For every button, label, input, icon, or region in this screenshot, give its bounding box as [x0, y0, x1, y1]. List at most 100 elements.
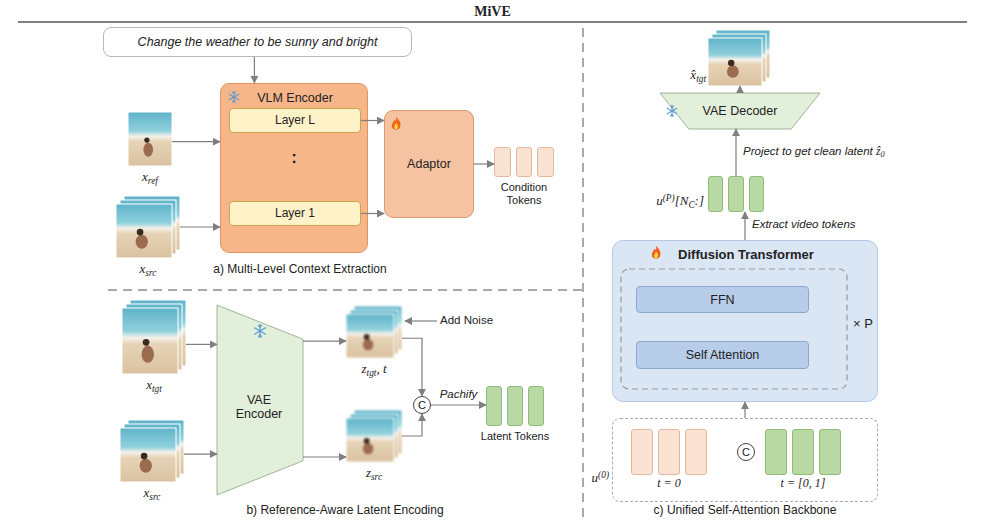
text-part: tgt [696, 74, 706, 84]
arrow-connector [744, 212, 745, 240]
repeat-block-outline [621, 269, 847, 389]
arrow-connector [744, 402, 745, 418]
arrow-connector [186, 344, 217, 345]
image-frame-layer [708, 38, 762, 86]
token-rect [516, 147, 533, 177]
node-text: Condition Tokens [489, 181, 559, 206]
instruction-box: Change the weather to be sunny and brigh… [103, 27, 412, 57]
arrow-connector [254, 57, 255, 83]
person-head [143, 339, 150, 346]
node-text: xref [118, 170, 182, 185]
person-head [728, 60, 734, 66]
arrow-connector [739, 86, 740, 93]
title-rule [18, 22, 967, 23]
token-rect [685, 429, 707, 475]
token-rect [819, 429, 841, 475]
person-figure [363, 339, 374, 350]
arrow-connector [402, 338, 422, 396]
token-rect [792, 429, 814, 475]
section-caption: b) Reference-Aware Latent Encoding [190, 504, 500, 518]
node-text: xsrc [116, 262, 180, 277]
text-part: x [144, 485, 150, 500]
text-part: x̂ [690, 67, 696, 82]
token-rect [494, 147, 511, 177]
token-group: t = [0, 1] [765, 429, 841, 475]
layer-box: Self Attention [636, 341, 809, 369]
node-text: t = [0, 1] [755, 477, 851, 491]
image-frame [128, 112, 172, 166]
token-rect [528, 386, 544, 426]
node-text: Layer 1 [230, 207, 360, 221]
section-divider [108, 289, 583, 291]
node-text: C [738, 446, 754, 459]
text-part: u [592, 470, 599, 485]
arrow-connector [184, 454, 217, 455]
text-part: x [146, 377, 152, 392]
person-head [144, 137, 149, 142]
image-frame [120, 428, 176, 482]
concat-circle: C [737, 443, 755, 461]
trapezoid-shape [217, 305, 303, 495]
person-head [141, 453, 148, 460]
image-frame-layer [122, 308, 178, 374]
encoder-box: VLM EncoderLayer L Layer 1 [220, 83, 368, 253]
image-frame-layer [128, 112, 172, 166]
token-rect [631, 429, 653, 475]
layer-box: FFN [636, 286, 809, 313]
token-group: Condition Tokens [494, 147, 554, 177]
person-head [137, 229, 144, 236]
edge-label: Project to get clean latent ẑ0 [743, 145, 885, 158]
text-part: z [361, 361, 366, 376]
token-rect [507, 386, 523, 426]
ellipsis-mark: : [284, 148, 304, 168]
token-group: u(P)[NC:] [708, 176, 764, 212]
text-part: Project to get clean latent [743, 145, 876, 157]
transformer-box: Diffusion Transformer× PFFNSelf Attentio… [612, 240, 878, 402]
node-text: zsrc [334, 466, 414, 481]
node-text: C [414, 399, 430, 412]
edge-label: Extract video tokens [752, 218, 856, 231]
text-part: x [140, 261, 146, 276]
image-frame [346, 314, 394, 358]
video-stack: x̂tgt [708, 30, 770, 86]
person-figure [140, 459, 152, 473]
person-head [364, 438, 370, 444]
node-text: VLM Encoder [221, 91, 369, 105]
arrow-connector [172, 141, 220, 142]
image-frame: xref [128, 112, 172, 166]
arrow-connector [474, 163, 494, 164]
frozen-icon [254, 325, 265, 338]
node-text: Layer L [230, 114, 360, 128]
arrow-connector [361, 120, 384, 121]
text-part: t = [0, 1] [781, 476, 826, 490]
text-part: x [142, 169, 148, 184]
arrow-connector [303, 341, 346, 342]
token-rect [765, 429, 787, 475]
node-text: Latent Tokens [480, 430, 550, 443]
decoder-trapezoid: VAE Decoder [660, 93, 820, 129]
arrow-connector [303, 456, 346, 457]
video-stack: xtgt [122, 300, 186, 374]
text-part: (0) [598, 470, 609, 480]
text-part: :] [695, 193, 704, 208]
image-illustration [346, 410, 402, 462]
token-rect [728, 176, 743, 212]
token-group: t = 0 [631, 429, 707, 475]
person-figure [363, 443, 374, 454]
text-part: src [371, 472, 382, 482]
edge-label: Pachify [440, 388, 478, 401]
image-frame [122, 308, 178, 374]
video-stack: xsrc [116, 196, 180, 258]
token-rect [749, 176, 764, 212]
text-part: , t [376, 361, 386, 376]
text-part: 0 [880, 150, 884, 159]
image-frame [116, 204, 172, 258]
node-text: ztgt, t [334, 362, 414, 377]
person-figure [136, 235, 148, 249]
arrow-connector [180, 226, 220, 227]
node-text: Adaptor [385, 157, 473, 171]
trapezoid-shape [660, 93, 820, 129]
